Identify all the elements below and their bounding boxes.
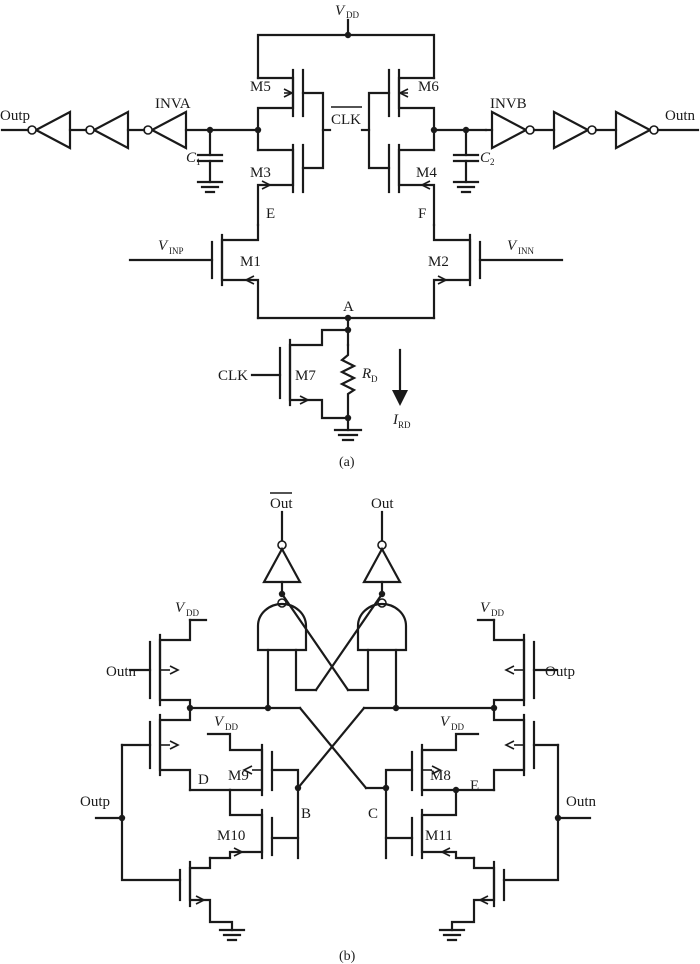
outp-right-label: Outp [545,664,575,680]
vdd-mr-label: V [440,714,451,730]
c1-sub: 1 [196,157,201,167]
vdd-tr-sub: DD [491,608,504,618]
outn-left-label: Outn [106,664,137,680]
vinp-sub: INP [169,246,184,256]
vdd-label: V [335,3,346,19]
figure-a: V DD M5 M6 CLK [0,3,700,470]
ird-sub: RD [398,420,411,430]
figure-b: Out Out [80,492,597,964]
outp-label: Outp [0,108,30,124]
c2-sub: 2 [490,157,495,167]
m9-label: M9 [228,768,249,784]
outn-label: Outn [665,108,696,124]
caption-a: (a) [339,455,355,470]
m6-label: M6 [418,79,439,95]
m4-label: M4 [416,165,437,181]
outn-right-label: Outn [566,794,597,810]
vdd-tl-label: V [175,600,186,616]
node-e-label: E [266,206,275,222]
m3-label: M3 [250,165,271,181]
out-bar-label: Out [270,496,293,512]
inva-label: INVA [155,96,191,112]
vdd-mr-sub: DD [451,722,464,732]
node-b-label: B [301,806,311,822]
node-d-label: D [198,772,209,788]
c2-label: C [480,150,491,166]
m1-label: M1 [240,254,261,270]
caption-b: (b) [339,949,356,964]
m5-label: M5 [250,79,271,95]
m8-label: M8 [430,768,451,784]
vdd-ml-sub: DD [225,722,238,732]
vinn-label: V [507,238,518,254]
m10-label: M10 [217,828,245,844]
vdd-ml-label: V [214,714,225,730]
clk-label: CLK [218,368,248,384]
node-e-b-label: E [470,778,479,794]
c1-label: C [186,150,197,166]
clk-bar-label: CLK [331,112,361,128]
m2-label: M2 [428,254,449,270]
vdd-tl-sub: DD [186,608,199,618]
out-label: Out [371,496,394,512]
vdd-tr-label: V [480,600,491,616]
node-f-label: F [418,206,426,222]
vinn-sub: INN [518,246,534,256]
invb-label: INVB [490,96,527,112]
rd-sub: D [371,374,378,384]
m11-label: M11 [425,828,453,844]
outp-left-label: Outp [80,794,110,810]
vdd-sub: DD [346,10,359,20]
m7-label: M7 [295,368,316,384]
ird-label: I [392,412,399,428]
node-a-label: A [343,299,354,315]
node-c-label: C [368,806,378,822]
rd-label: R [361,366,371,382]
vinp-label: V [158,238,169,254]
